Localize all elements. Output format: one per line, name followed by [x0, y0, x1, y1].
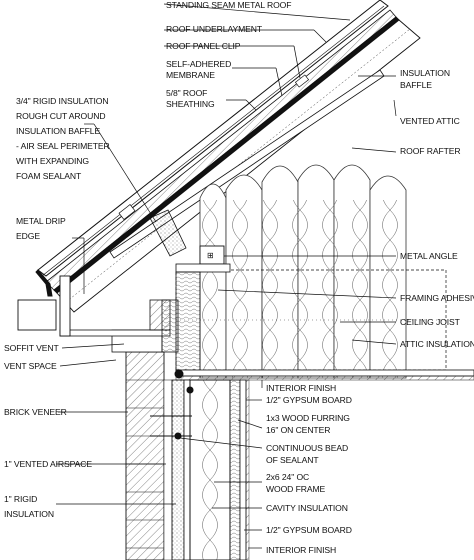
soffit: [59, 329, 171, 337]
label-rigid-note-1: 3/4" RIGID INSULATION: [16, 96, 108, 106]
label-sealant-bead-2: OF SEALANT: [266, 455, 319, 465]
callout-labels: STANDING SEAM METAL ROOF ROOF UNDERLAYME…: [4, 0, 474, 555]
label-ceiling-joist: CEILING JOIST: [400, 317, 461, 327]
label-wood-frame-1: 2x6 24" OC: [266, 472, 309, 482]
rigid-insulation-block: [149, 209, 187, 257]
brick-veneer: [125, 351, 165, 560]
roof-panel-clip-2: [118, 204, 136, 220]
label-framing-adhesive: FRAMING ADHESIVE: [400, 293, 474, 303]
label-insulation-baffle-2: BAFFLE: [400, 80, 432, 90]
wood-frame: [189, 379, 231, 560]
label-interior-finish-bottom: INTERIOR FINISH: [266, 545, 336, 555]
label-metal-drip-edge-1: METAL DRIP: [16, 216, 66, 226]
label-vent-space: VENT SPACE: [4, 361, 57, 371]
label-soffit-vent: SOFFIT VENT: [4, 343, 59, 353]
label-cavity-insulation: CAVITY INSULATION: [266, 503, 348, 513]
leader-lines: [56, 3, 397, 549]
label-attic-insulation: ATTIC INSULATION: [400, 339, 474, 349]
label-roof-panel-clip: ROOF PANEL CLIP: [166, 41, 241, 51]
label-wood-frame-2: WOOD FRAME: [266, 484, 326, 494]
wall-assembly: [17, 275, 250, 560]
sill-block: [161, 299, 179, 353]
roof-assembly: [35, 0, 421, 313]
label-metal-angle: METAL ANGLE: [400, 251, 458, 261]
label-vented-attic: VENTED ATTIC: [400, 116, 460, 126]
label-rigid-note-4: - AIR SEAL PERIMETER: [16, 141, 110, 151]
label-rigid-note-3: INSULATION BAFFLE: [16, 126, 100, 136]
label-brick-veneer: BRICK VENEER: [4, 407, 67, 417]
label-self-adhered-membrane-1: SELF-ADHERED: [166, 59, 231, 69]
label-standing-seam: STANDING SEAM METAL ROOF: [166, 0, 291, 10]
label-vented-airspace: 1" VENTED AIRSPACE: [4, 459, 92, 469]
label-interior-finish-top: INTERIOR FINISH: [266, 383, 336, 393]
label-rigid-note-5: WITH EXPANDING: [16, 156, 89, 166]
label-roof-sheathing-1: 5/8" ROOF: [166, 88, 207, 98]
vented-airspace: [163, 379, 173, 560]
metal-drip-edge: [35, 269, 53, 297]
label-rigid-note-2: ROUGH CUT AROUND: [16, 111, 105, 121]
label-self-adhered-membrane-2: MEMBRANE: [166, 70, 215, 80]
label-roof-underlayment: ROOF UNDERLAYMENT: [166, 24, 263, 34]
label-insulation-baffle-1: INSULATION: [400, 68, 450, 78]
label-gypsum-bottom: 1/2" GYPSUM BOARD: [266, 525, 352, 535]
label-wood-furring-2: 16" ON CENTER: [266, 425, 330, 435]
label-rigid-insulation-2: INSULATION: [4, 509, 54, 519]
sheathing: [183, 379, 191, 560]
wood-furring: [229, 379, 241, 560]
label-sealant-bead-1: CONTINUOUS BEAD: [266, 443, 348, 453]
fascia: [59, 275, 71, 337]
gypsum-board: [239, 379, 247, 560]
label-roof-rafter: ROOF RAFTER: [400, 146, 461, 156]
metal-angle: ⊞: [175, 245, 231, 273]
standing-seam-metal-roof: [37, 0, 389, 277]
label-rigid-insulation-1: 1" RIGID: [4, 494, 37, 504]
gutter: [17, 299, 57, 331]
label-rigid-note-6: FOAM SEALANT: [16, 171, 82, 181]
top-plate: [175, 271, 201, 373]
attic-insulation-batts: [199, 164, 407, 379]
roof-panel-clip-1: [294, 74, 310, 88]
brick-ties: [150, 386, 194, 440]
label-metal-drip-edge-2: EDGE: [16, 231, 40, 241]
label-roof-sheathing-2: SHEATHING: [166, 99, 215, 109]
rigid-insulation: [171, 379, 185, 560]
svg-text:⊞: ⊞: [207, 251, 214, 260]
label-gypsum-top: 1/2" GYPSUM BOARD: [266, 395, 352, 405]
ceiling-finish: [174, 369, 474, 381]
label-wood-furring-1: 1x3 WOOD FURRING: [266, 413, 350, 423]
